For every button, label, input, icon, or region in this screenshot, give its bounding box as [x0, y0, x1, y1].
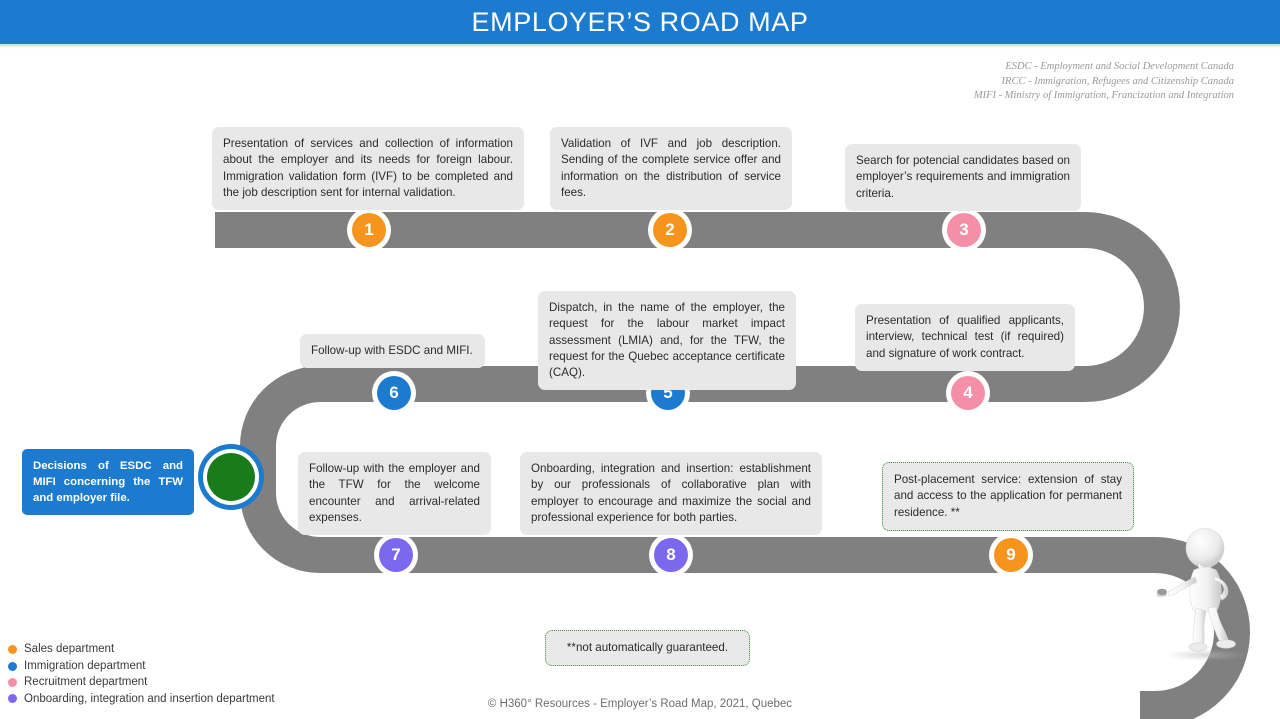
callout-step-3: Search for potencial candidates based on… [845, 144, 1081, 211]
step-3-disc: 3 [947, 213, 981, 247]
step-circle-9[interactable]: 9 [989, 533, 1033, 577]
step-5-number: 5 [663, 383, 673, 402]
callout-step-8: Onboarding, integration and insertion: e… [520, 452, 822, 536]
legend-label-immigration: Immigration department [24, 659, 146, 672]
acronym-ircc: IRCC - Immigration, Refugees and Citizen… [1001, 75, 1234, 87]
header-underline [0, 44, 1280, 46]
step-4-number: 4 [963, 383, 973, 402]
legend-label-recruitment: Recruitment department [24, 676, 148, 689]
legend-item-onboarding: Onboarding, integration and insertion de… [8, 691, 275, 707]
legend-item-recruitment: Recruitment department [8, 674, 275, 690]
header-bar [0, 0, 1280, 44]
legend-item-sales: Sales department [8, 641, 275, 657]
mascot-figure-icon [1156, 528, 1246, 661]
callout-step-2: Validation of IVF and job description. S… [550, 127, 792, 211]
step-circle-8[interactable]: 8 [649, 533, 693, 577]
step-2-number: 2 [665, 220, 675, 239]
step-circle-7[interactable]: 7 [374, 533, 418, 577]
step-9-number: 9 [1006, 545, 1016, 564]
step-6-disc: 6 [377, 376, 411, 410]
step-8-number: 8 [666, 545, 676, 564]
legend-label-sales: Sales department [24, 643, 115, 656]
start-terminator-node [198, 444, 264, 510]
decision-box: Decisions of ESDC and MIFI concerning th… [22, 449, 194, 515]
step-9-disc: 9 [994, 538, 1028, 572]
callout-step-5: Dispatch, in the name of the employer, t… [538, 291, 796, 391]
callout-step-7: Follow-up with the employer and the TFW … [298, 452, 491, 536]
legend-dot-recruitment-icon [8, 677, 17, 687]
callout-step-9: Post-placement service: extension of sta… [882, 462, 1134, 531]
copyright-text: © H360° Resources - Employer’s Road Map,… [487, 698, 793, 710]
step-7-disc: 7 [379, 538, 413, 572]
callout-step-4: Presentation of qualified applicants, in… [855, 304, 1075, 371]
step-circle-2[interactable]: 2 [648, 208, 692, 252]
legend-dot-sales-icon [8, 645, 17, 655]
step-8-disc: 8 [654, 538, 688, 572]
acronym-legend: ESDC - Employment and Social Development… [974, 60, 1234, 104]
step-circle-4[interactable]: 4 [946, 371, 990, 415]
step-2-disc: 2 [653, 213, 687, 247]
terminator-green-fill [207, 453, 255, 501]
step-circle-3[interactable]: 3 [942, 208, 986, 252]
step-6-number: 6 [389, 383, 399, 402]
page-title: EMPLOYER’S ROAD MAP [471, 7, 809, 37]
acronym-mifi: MIFI - Ministry of Immigration, Franciza… [973, 90, 1234, 101]
step-circle-1[interactable]: 1 [347, 208, 391, 252]
step-7-number: 7 [391, 545, 401, 564]
step-3-number: 3 [959, 220, 969, 239]
legend-dot-onboarding-icon [8, 694, 17, 704]
callout-step-1: Presentation of services and collection … [212, 127, 524, 211]
callout-step-6: Follow-up with ESDC and MIFI. [300, 334, 485, 369]
step-4-disc: 4 [951, 376, 985, 410]
step-circle-6[interactable]: 6 [372, 371, 416, 415]
terminator-white-ring [203, 449, 259, 505]
legend-dot-immigration-icon [8, 661, 17, 671]
step-1-number: 1 [364, 220, 374, 239]
step-1-disc: 1 [352, 213, 386, 247]
legend-label-onboarding: Onboarding, integration and insertion de… [24, 692, 275, 705]
footnote-box: **not automatically guaranteed. [545, 630, 750, 667]
legend-item-immigration: Immigration department [8, 658, 275, 674]
acronym-esdc: ESDC - Employment and Social Development… [1005, 61, 1234, 72]
department-legend: Sales department Immigration department … [8, 641, 275, 707]
